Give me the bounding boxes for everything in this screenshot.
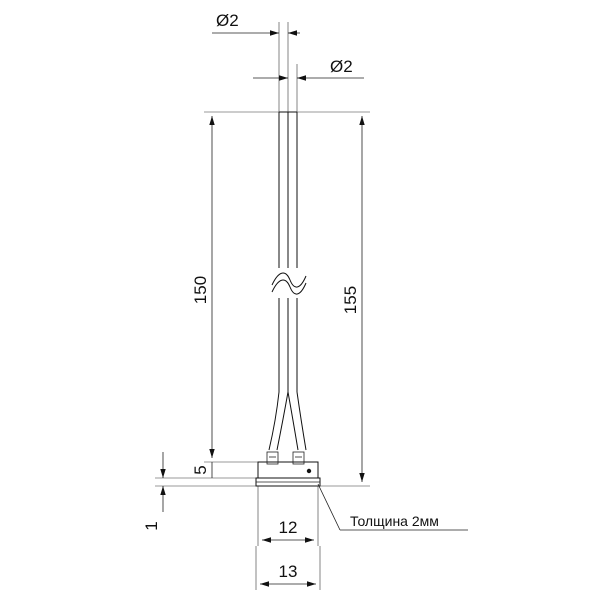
connector-hole: [306, 468, 312, 474]
dim-label-diameter-top: Ø2: [216, 11, 239, 30]
wire-left-split-outer: [268, 391, 280, 451]
contact-left: [266, 451, 279, 465]
dimension-outer-width: 13: [255, 546, 321, 590]
connector-block: [255, 451, 321, 487]
dim-label-base-thickness: 1: [142, 521, 161, 530]
dimension-total-length: 155: [320, 116, 370, 487]
dimension-wire-diameter-top: Ø2: [212, 11, 300, 112]
dim-label-total-length: 155: [341, 286, 360, 314]
leader-line: [317, 483, 341, 531]
dim-label-wire-length: 150: [191, 276, 210, 304]
dim-label-diameter-second: Ø2: [330, 57, 353, 76]
break-symbol-lower: [271, 279, 307, 295]
dimension-wire-diameter-second: Ø2: [253, 57, 364, 112]
wire-left-split-inner: [276, 391, 289, 451]
dim-label-inner-width: 12: [279, 518, 298, 537]
thickness-note: Толщина 2мм: [350, 513, 439, 529]
break-symbol-upper: [271, 272, 307, 288]
dim-label-block-height: 5: [191, 465, 210, 474]
wire-pair: [268, 111, 307, 451]
thickness-callout: Толщина 2мм: [317, 483, 468, 531]
contact-right: [292, 451, 305, 465]
dimension-wire-length: 150: [191, 116, 258, 463]
dimension-base-thickness: 1: [142, 452, 256, 531]
dim-label-outer-width: 13: [279, 562, 298, 581]
wire-right-split-inner: [287, 391, 299, 451]
dimension-block-height: 5: [191, 462, 256, 479]
dimension-inner-width: 12: [257, 486, 319, 546]
wire-right-split-outer: [296, 391, 307, 451]
